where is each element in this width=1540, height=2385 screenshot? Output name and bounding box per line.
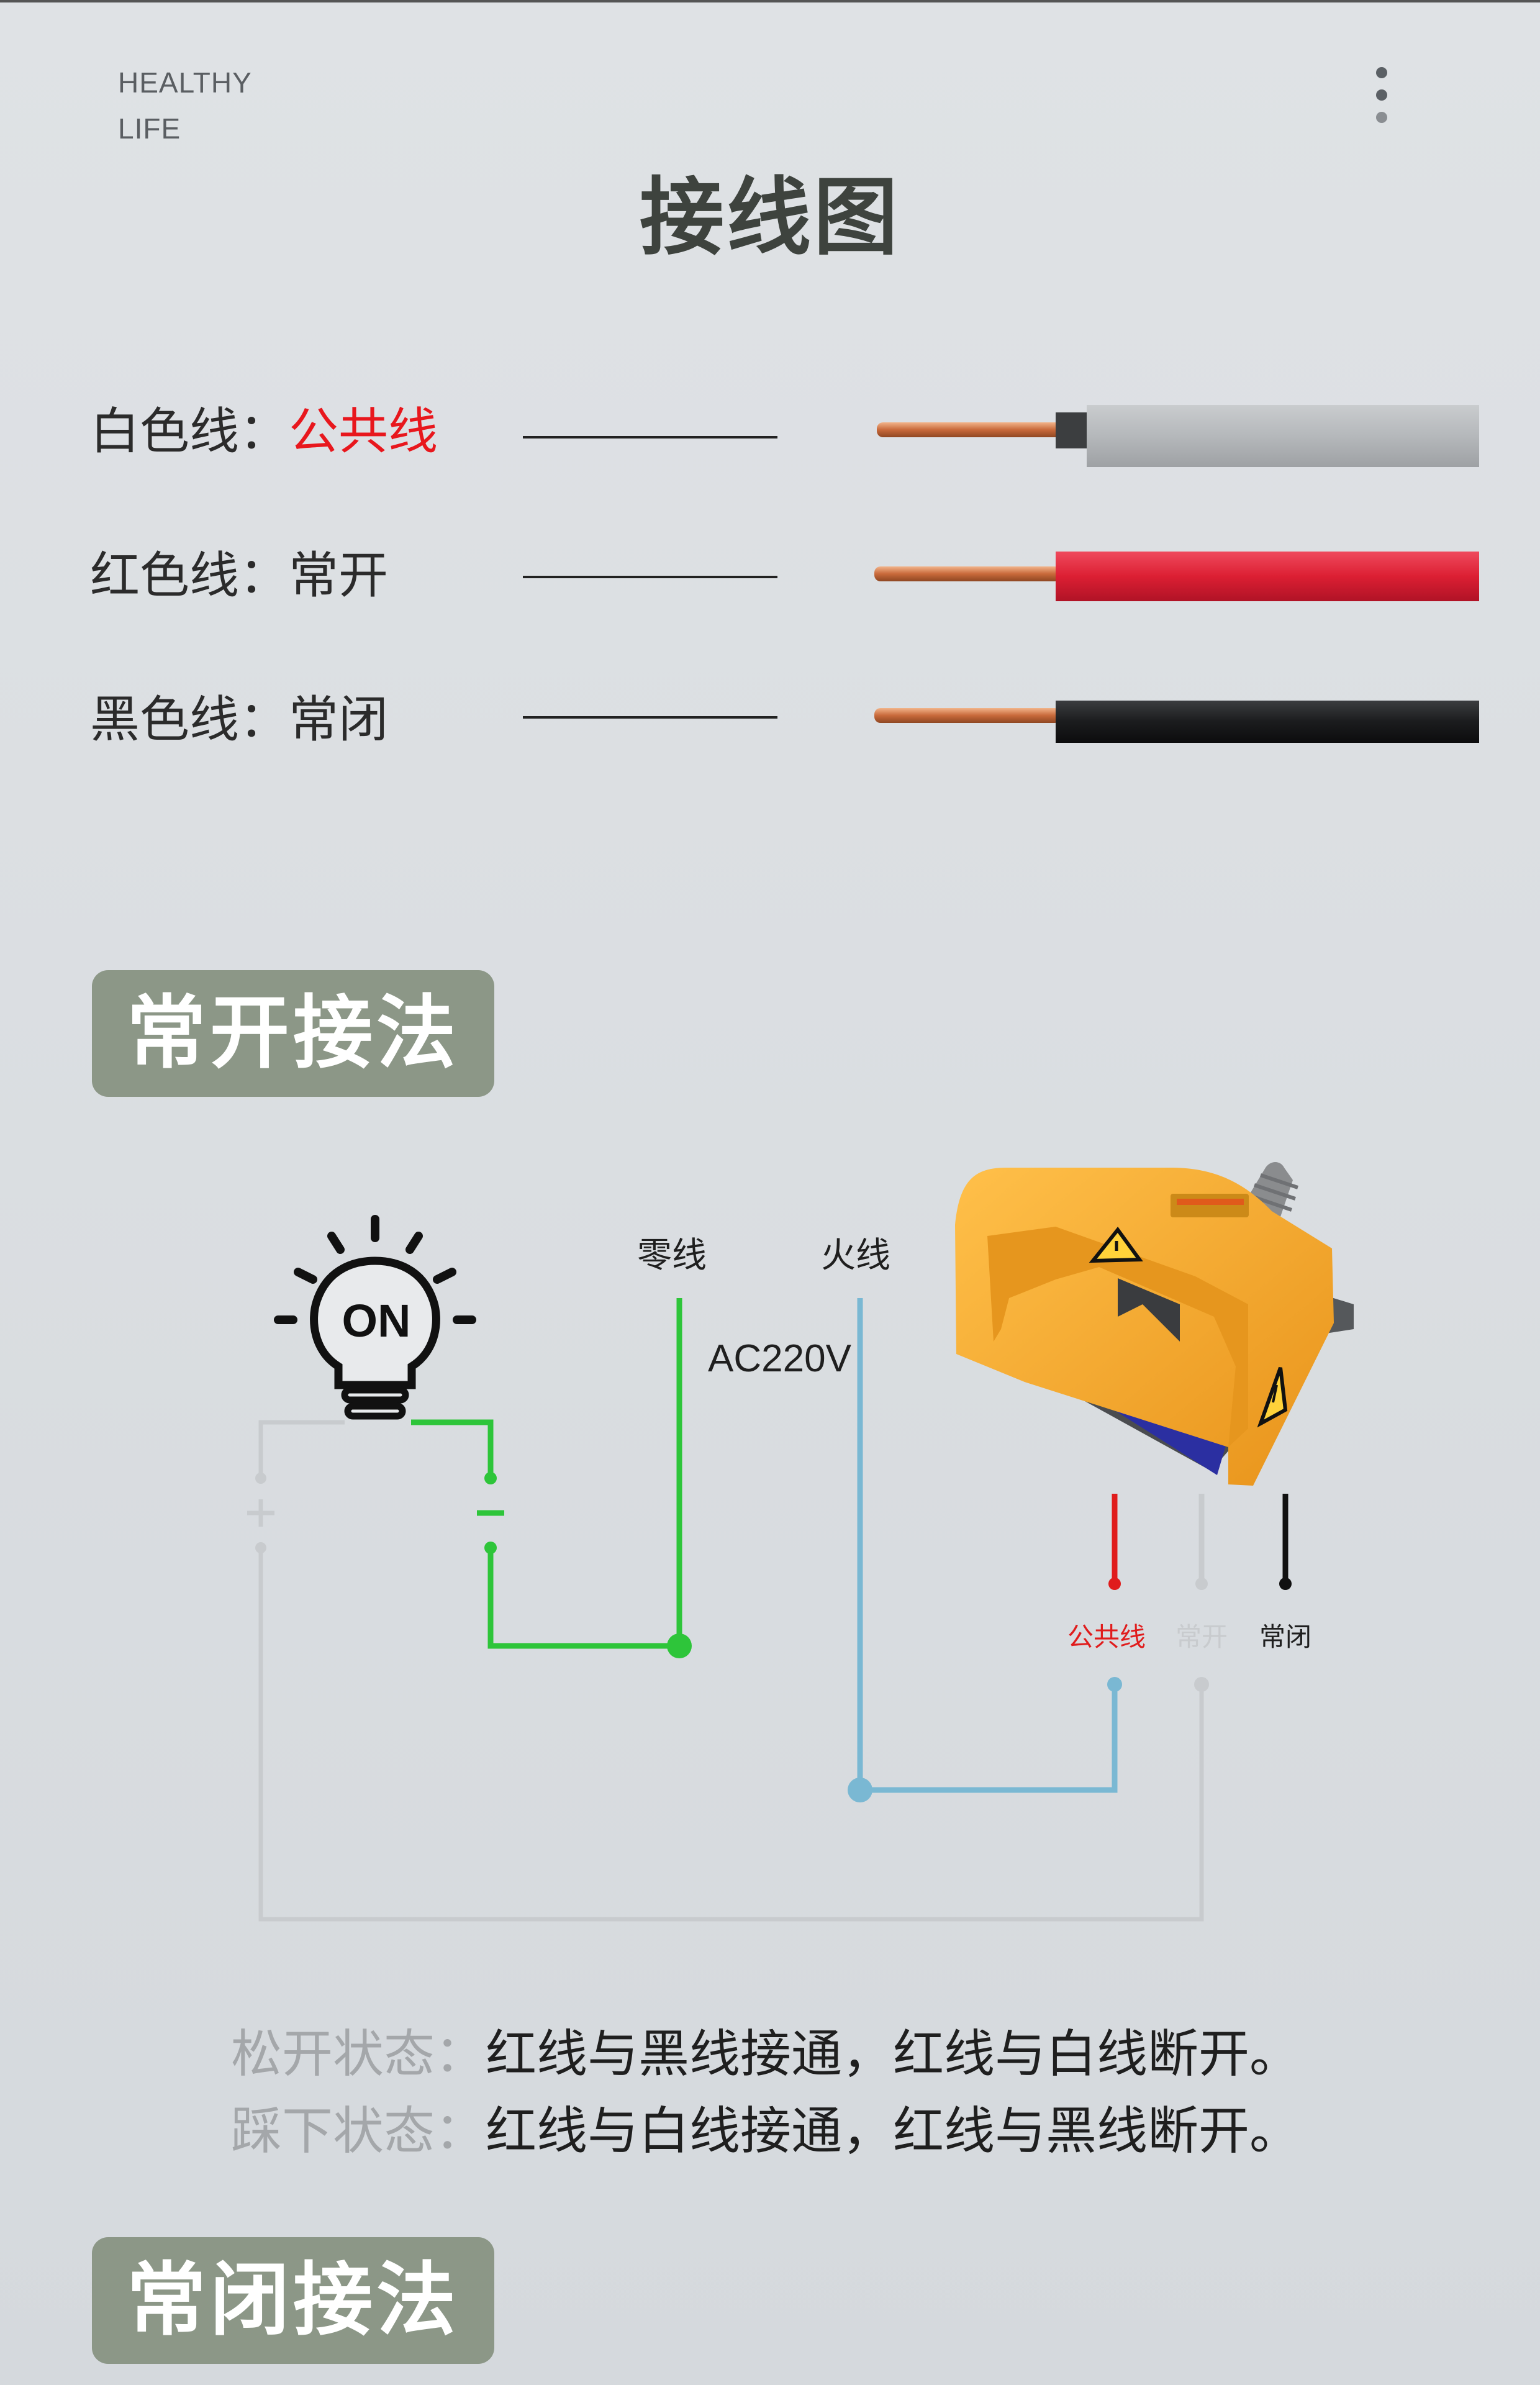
live-wire (848, 1298, 1209, 1802)
idle-wire-loop (247, 1420, 1204, 1922)
brand-line-1: HEALTHY (118, 66, 252, 99)
wire-function: 常开 (289, 547, 388, 604)
section-badge-normally-open: 常开接法 (92, 970, 494, 1097)
status-key: 踩下状态： (231, 2102, 486, 2161)
bulb-on-text: ON (342, 1295, 411, 1347)
black-wire-photo (874, 701, 1479, 743)
brand-line-2: LIFE (118, 112, 181, 145)
white-lead (1195, 1494, 1208, 1590)
page-title: 接线图 (640, 169, 900, 267)
status-text: 红线与黑线接通，红线与白线断开。 (486, 2025, 1301, 2084)
white-wire-photo (877, 405, 1479, 467)
status-line-released: 松开状态：红线与黑线接通，红线与白线断开。 (231, 2012, 1300, 2086)
light-bulb-icon (274, 1215, 476, 1420)
wire-label-red: 红色线：常开 (90, 535, 388, 607)
wire-label-white: 白色线：公共线 (90, 391, 438, 463)
status-text: 红线与白线接通，红线与黑线断开。 (486, 2102, 1301, 2161)
leader-line (523, 436, 777, 438)
neutral-wire-label: 零线 (637, 1235, 707, 1276)
brand-text: HEALTHY LIFE (118, 60, 252, 152)
terminal-common-label: 公共线 (1067, 1622, 1146, 1652)
black-lead (1279, 1494, 1292, 1590)
wire-function: 常闭 (289, 691, 388, 748)
wire-color-name: 红色线： (90, 547, 289, 604)
more-menu-icon[interactable] (1366, 67, 1397, 135)
red-wire-photo (874, 552, 1479, 601)
red-lead (1108, 1494, 1121, 1590)
terminal-no-label: 常开 (1175, 1622, 1228, 1652)
status-key: 松开状态： (231, 2025, 486, 2084)
leader-line (523, 576, 777, 578)
wire-color-name: 黑色线： (90, 691, 289, 748)
terminal-nc-label: 常闭 (1259, 1622, 1311, 1652)
foot-pedal-switch-image (955, 1162, 1354, 1486)
wire-label-black: 黑色线：常闭 (90, 679, 388, 752)
neutral-wire (411, 1298, 692, 1658)
wire-color-name: 白色线： (90, 402, 289, 460)
status-line-pressed: 踩下状态：红线与白线接通，红线与黑线断开。 (231, 2089, 1300, 2163)
live-wire-label: 火线 (821, 1235, 890, 1276)
wire-function: 公共线 (289, 402, 438, 460)
top-border (0, 0, 1540, 2)
voltage-label: AC220V (708, 1337, 852, 1380)
section-badge-normally-closed: 常闭接法 (92, 2237, 494, 2364)
leader-line (523, 716, 777, 719)
